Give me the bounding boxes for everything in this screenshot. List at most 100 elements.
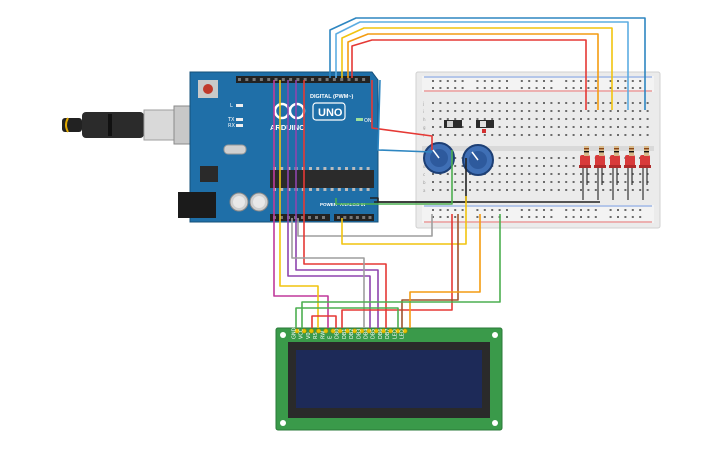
wires [273,17,646,328]
dc-power-jack [178,192,216,218]
lcd-pin-label: LED [392,329,398,339]
resistor-3 [614,146,619,156]
wire-magenta[interactable] [273,80,329,328]
lcd-pin-label: V0 [306,332,312,339]
power-header [270,214,330,221]
led-5[interactable] [639,155,651,200]
lcd-pin-label: DB3 [356,329,362,339]
slide-switch-2[interactable] [476,120,494,133]
wire-red[interactable] [311,315,337,328]
led-label-l: L [230,103,233,109]
wire-yellow[interactable] [341,27,613,110]
potentiometer-2[interactable] [462,144,494,176]
wire-red[interactable] [351,39,587,110]
svg-text:d: d [423,164,426,169]
wire-blue[interactable] [329,17,646,110]
lcd-pin-10[interactable]: DB3 [356,328,365,339]
lcd-pin-16[interactable]: LED [400,328,408,339]
lcd-pin-14[interactable]: DB7 [385,328,394,339]
wire-yellow[interactable] [341,196,467,245]
arduino-uno-board[interactable]: DIGITAL (PWM~) ARDUINO UNO L TX RX ON PO… [178,71,379,223]
lcd-screen [296,350,482,408]
wire-brown[interactable] [401,214,459,328]
lcd-pin-label: VCC [299,328,305,339]
lcd-pin-9[interactable]: DB2 [349,328,358,339]
lcd-pin-label: DB7 [385,329,391,339]
breadboard[interactable]: j i h g f e d c b a [415,71,661,229]
wire-green[interactable] [295,307,399,328]
svg-text:g: g [423,125,426,130]
led-2[interactable] [594,155,606,200]
led-label-rx: RX [228,123,235,129]
svg-text:h: h [423,117,426,122]
voltage-regulator [200,166,218,182]
svg-text:j: j [422,101,424,106]
resistor-4 [629,146,634,156]
lcd-pin-7[interactable]: DB0 [335,328,343,339]
crystal-oscillator [223,144,247,155]
slide-switch-1[interactable] [444,120,462,128]
lcd-pin-12[interactable]: DB5 [371,328,379,339]
wire-blue[interactable] [377,79,433,153]
lcd-pin-13[interactable]: DB6 [378,328,386,339]
svg-text:b: b [423,180,426,185]
lcd-pin-label: RS [313,332,319,339]
wire-gray[interactable] [291,218,365,328]
wire-green[interactable] [301,214,501,328]
wire-green[interactable] [335,150,453,205]
lcd-pin-15[interactable]: LED [392,328,401,339]
potentiometer-1[interactable] [423,142,455,174]
lcd-pin-label: DB1 [342,329,348,339]
led-label-tx: TX [227,117,235,123]
lcd-pin-label: DB6 [378,329,384,339]
wire-red[interactable] [341,214,453,328]
digital-label: DIGITAL (PWM~) [310,94,354,100]
lcd-pin-5[interactable]: RW [320,328,329,339]
led-1[interactable] [579,155,591,200]
lcd-pin-label: DB0 [335,329,341,339]
lcd-pin-6[interactable]: E [328,328,336,339]
wire-orange[interactable] [409,214,481,328]
svg-text:a: a [423,188,426,193]
wire-gray[interactable] [297,214,433,237]
wire-orange[interactable] [347,33,599,110]
lcd-pin-1[interactable]: GND [292,327,300,339]
lcd-pin-label: DB4 [364,329,370,339]
on-led-label: ON [364,118,372,124]
led-4[interactable] [624,155,636,200]
lcd-pin-label: DB2 [349,329,355,339]
wire-red[interactable] [371,80,433,150]
svg-text:c: c [423,172,425,177]
wire-purple[interactable] [295,80,379,328]
lcd-pin-label: RW [320,331,326,339]
led-3[interactable] [609,155,621,200]
analog-header [334,214,374,221]
power-label: POWER [320,202,338,207]
lcd-pin-8[interactable]: DB1 [342,328,350,339]
reset-button-cap[interactable] [203,84,213,94]
lcd-pin-3[interactable]: V0 [306,328,314,339]
atmega-chip [270,170,374,188]
lcd-pin-label: LED [400,329,406,339]
wire-yellow[interactable] [279,80,319,328]
wire-lightblue[interactable] [335,21,629,110]
led-array [579,146,651,200]
lcd-pin-label: DB5 [371,329,377,339]
svg-text:i: i [423,109,424,114]
lcd-pin-4[interactable]: RS [313,328,322,339]
wire-red[interactable] [303,80,387,328]
lcd-pin-label: GND [292,327,298,339]
usb-cable [62,105,199,145]
lcd-pin-2[interactable]: VCC [299,328,307,339]
uno-model-label: UNO [318,107,343,119]
resistor-5 [644,146,649,156]
resistor-1 [584,146,589,156]
resistor-2 [599,146,604,156]
lcd-pin-11[interactable]: DB4 [364,328,372,339]
digital-header [236,76,370,83]
lcd-pin-label: E [328,336,334,339]
